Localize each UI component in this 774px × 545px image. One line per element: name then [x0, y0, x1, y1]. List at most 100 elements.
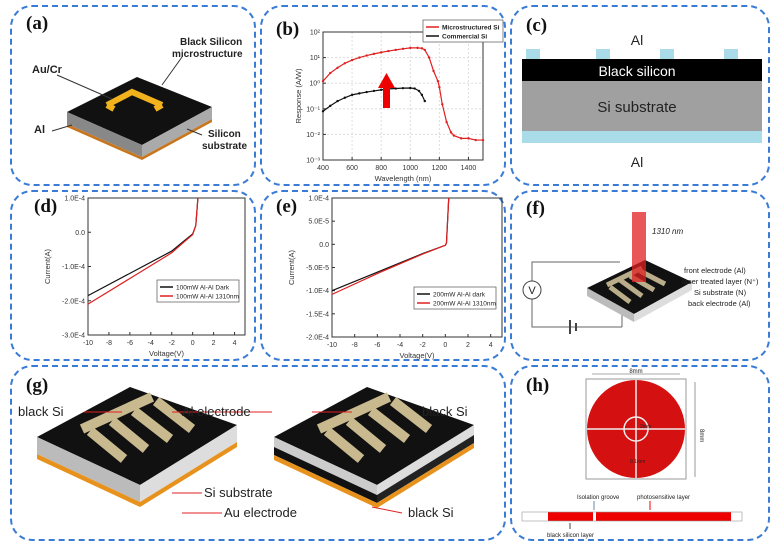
data-point: [449, 131, 453, 134]
au-electrode-label: Au electrode: [224, 505, 297, 520]
y-axis-label: Response (A/W): [294, 68, 303, 124]
black-si-left-label: black Si: [18, 404, 64, 419]
x-tick-label: 0: [443, 342, 447, 349]
data-point: [409, 86, 412, 90]
panel-f: (f) V 1310 nm front electrode (Al) laser…: [510, 190, 770, 361]
microstructure-label: microstructure: [172, 49, 243, 60]
panel-a: (a) Black Silicon microstructure Au/Cr A…: [10, 5, 256, 186]
plot-frame: [331, 197, 503, 338]
data-point: [413, 87, 416, 90]
series-line-1: [331, 197, 450, 295]
back-electrode-label: back electrode (Al): [688, 299, 751, 308]
black-silicon-label: Black silicon: [598, 63, 675, 79]
data-point: [365, 54, 368, 57]
x-tick-label: 4: [233, 340, 237, 347]
x-tick-label: -2: [169, 340, 175, 347]
data-point: [441, 103, 444, 106]
panel-label: (d): [34, 196, 58, 217]
voltmeter-icon: [522, 280, 542, 300]
data-point: [329, 71, 332, 75]
panel-label: (g): [26, 375, 49, 396]
x-tick-label: -4: [148, 340, 154, 347]
y-tick-label: -2.0E-4: [306, 335, 329, 342]
panel-g: (g) black Si Al electrode black Si Si su…: [10, 365, 506, 541]
series-line-1: [87, 197, 199, 305]
data-point: [427, 56, 431, 59]
x-tick-label: 4: [489, 342, 493, 349]
panel-label: (e): [276, 196, 298, 217]
aucr-label: Au/Cr: [32, 64, 63, 76]
x-tick-label: 2: [212, 340, 216, 347]
width-label: 8mm: [629, 369, 642, 375]
voltmeter-label: V: [528, 285, 536, 297]
up-arrow-icon: [378, 73, 395, 108]
y-tick-label: -2.0E-4: [62, 298, 85, 305]
panel-h: (h) 8mm 8mm 2mm 0.1mm Isolation groove p…: [510, 365, 770, 541]
data-point: [436, 79, 440, 83]
data-point: [438, 85, 441, 89]
x-tick-label: -2: [420, 342, 426, 349]
data-point: [387, 49, 390, 53]
data-point: [452, 134, 456, 137]
legend-label: 100mW Al-Al Dark: [176, 285, 230, 292]
layer-stack-diagram: Al Black silicon Si substrate Al: [522, 32, 762, 170]
y-tick-label: 10⁻¹: [306, 106, 320, 113]
x-tick-label: -6: [374, 342, 380, 349]
data-point: [423, 99, 427, 103]
plot-frame: [322, 31, 484, 161]
panel-d: (d): [10, 190, 256, 361]
si-substrate-label: Si substrate: [204, 485, 273, 500]
front-electrode-label: front electrode (Al): [684, 266, 746, 275]
x-axis-label: Voltage(V): [149, 349, 185, 358]
data-point: [358, 92, 361, 95]
black-si-right-label: black Si: [422, 404, 468, 419]
x-tick-label: -4: [397, 342, 403, 349]
x-tick-label: 2: [466, 342, 470, 349]
y-tick-label: -3.0E-4: [62, 333, 85, 340]
legend-label: 100mW Al-Al 1310nm: [176, 294, 239, 301]
legend-box: [422, 19, 504, 43]
legend-label: 200mW Al-Al 1310nm: [433, 301, 496, 308]
data-point: [365, 90, 368, 94]
panel-label: (f): [526, 198, 545, 219]
data-point: [379, 88, 383, 92]
legend-box: [156, 279, 240, 303]
laser-layer-label: laser treated layer (N⁺): [682, 277, 759, 286]
x-tick-label: -8: [106, 340, 112, 347]
data-point: [358, 56, 361, 59]
substrate-label: substrate: [202, 141, 247, 152]
panel-label: (h): [526, 375, 550, 396]
data-point: [343, 96, 347, 99]
x-tick-label: 1200: [432, 165, 448, 172]
series-line-0: [331, 197, 450, 292]
y-tick-label: 5.0E-5: [308, 219, 329, 226]
gap-label: 0.1mm: [630, 459, 645, 465]
data-point: [423, 48, 427, 52]
x-tick-label: -8: [352, 342, 358, 349]
data-point: [394, 48, 397, 52]
legend-label: Commercial Si: [442, 34, 487, 41]
al-bottom-label: Al: [631, 154, 643, 170]
isolation-groove-label: Isolation groove: [577, 495, 620, 501]
x-tick-label: 800: [375, 165, 387, 172]
data-point: [420, 93, 424, 97]
x-tick-label: -10: [327, 342, 337, 349]
x-tick-label: 1400: [461, 165, 477, 172]
y-tick-label: 10⁻³: [306, 158, 320, 165]
x-tick-label: -10: [83, 340, 93, 347]
x-tick-label: 600: [346, 165, 358, 172]
data-point: [350, 93, 354, 97]
y-tick-label: -1.0E-4: [306, 288, 329, 295]
circuit-device-diagram: V 1310 nm front electrode (Al) laser tre…: [522, 212, 759, 334]
y-tick-label: 1.0E-4: [308, 196, 329, 203]
series-line-0: [322, 47, 483, 141]
wavelength-label: 1310 nm: [652, 227, 683, 236]
al-top-label: Al: [631, 32, 643, 48]
data-point: [416, 46, 419, 50]
y-tick-label: 10²: [310, 30, 321, 37]
height-label: 8mm: [698, 429, 704, 442]
black-si-label: Black Silicon: [180, 37, 242, 48]
